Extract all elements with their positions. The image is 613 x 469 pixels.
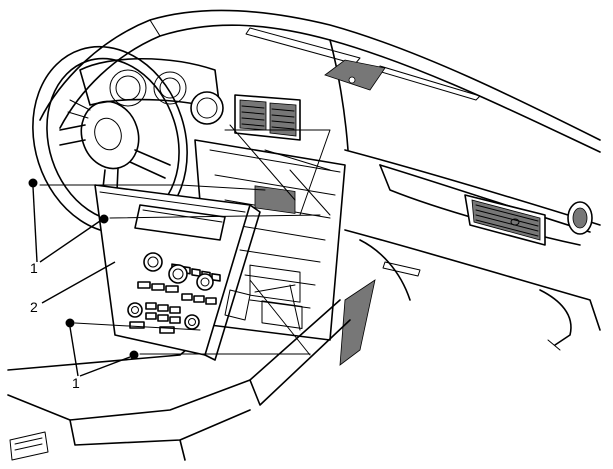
- hvac-controls: [127, 302, 200, 334]
- fasteners: [28, 178, 139, 360]
- callout-bezel: 2: [30, 299, 38, 315]
- dash-speaker-grille: [324, 59, 386, 91]
- menu-knob: [196, 273, 214, 291]
- callout-fastener-bottom: 1: [72, 375, 80, 391]
- instrument-cluster: [79, 57, 224, 125]
- center-air-vents: [234, 94, 301, 141]
- callout-fastener-top: 1: [30, 260, 38, 276]
- fastener-lower-inner: [129, 350, 139, 360]
- fastener-upper-left: [28, 178, 38, 188]
- passenger-dash: [339, 149, 601, 366]
- volume-knob: [143, 252, 163, 272]
- radio-buttons: [137, 281, 217, 305]
- fastener-upper-inner: [99, 214, 109, 224]
- fastener-lower-left: [65, 318, 75, 328]
- radio-hvac-bezel: [94, 184, 261, 361]
- callout-leaders: [32, 186, 131, 377]
- alignment-lines: [39, 124, 331, 356]
- tune-knob: [168, 264, 188, 284]
